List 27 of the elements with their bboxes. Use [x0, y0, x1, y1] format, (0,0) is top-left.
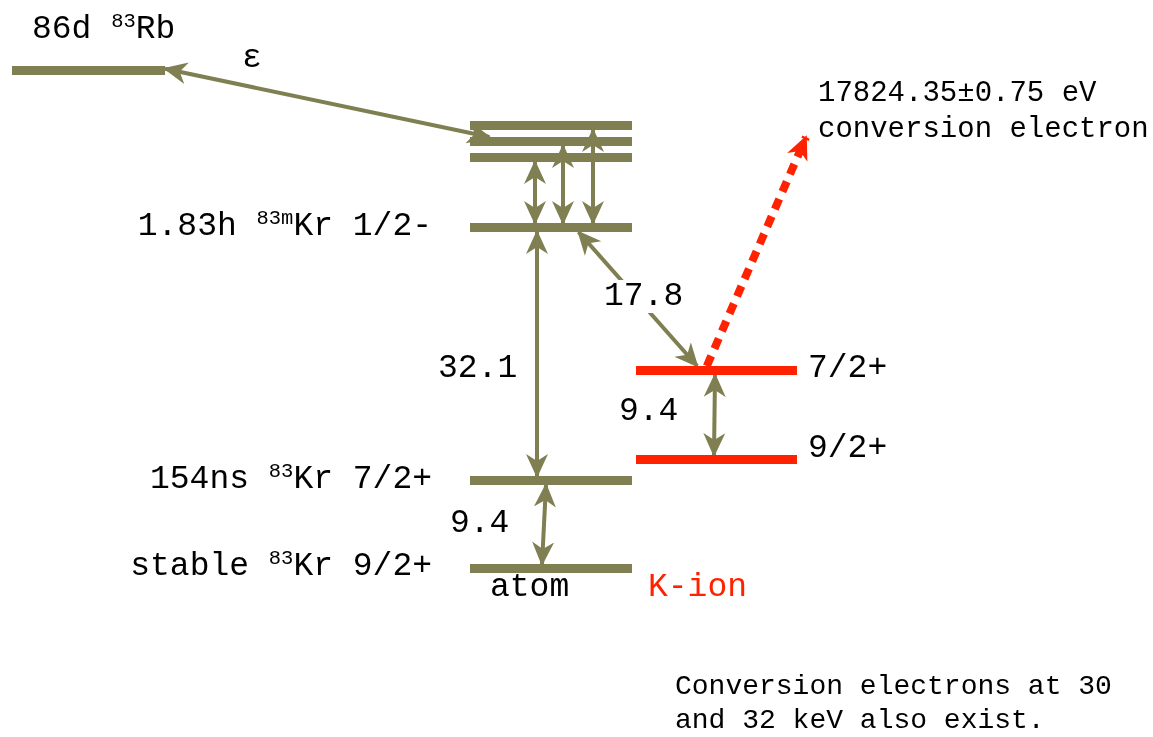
energy-level-bar: [636, 365, 797, 375]
energy-level-bar: [470, 222, 632, 232]
arrow: [552, 144, 574, 225]
level-label: 9/2+: [808, 432, 888, 465]
energy-level-bar: [636, 454, 797, 464]
note-text: Conversion electrons at 30 and 32 keV also exist.: [675, 670, 1113, 737]
arrow: [532, 483, 556, 566]
arrow: [524, 160, 546, 225]
arrow: [582, 128, 604, 225]
arrow: [526, 230, 548, 478]
level-caption: atom: [490, 571, 570, 604]
level-label: 86d $^{83}$Rb: [32, 13, 176, 46]
arrow: [703, 135, 810, 368]
level-label: stable $^{83}$Kr 9/2+: [130, 550, 432, 583]
energy-level-bar: [12, 65, 165, 75]
energy-level-bar: [470, 475, 632, 485]
energy-level-bar: [470, 563, 632, 573]
energy-level-bar: [470, 136, 632, 146]
arrow: [703, 373, 726, 457]
energy-level-bar: [470, 152, 632, 162]
level-label: 1.83h $^{83m}$Kr 1/2-: [137, 210, 432, 243]
level-caption: K-ion: [648, 571, 748, 604]
annotation-text: 17824.35±0.75 eV conversion electron: [806, 76, 1153, 148]
level-label: 154ns $^{83}$Kr 7/2+: [150, 463, 432, 496]
level-label: 7/2+: [808, 352, 888, 385]
energy-level-bar: [470, 120, 632, 130]
arrow: [163, 62, 492, 144]
